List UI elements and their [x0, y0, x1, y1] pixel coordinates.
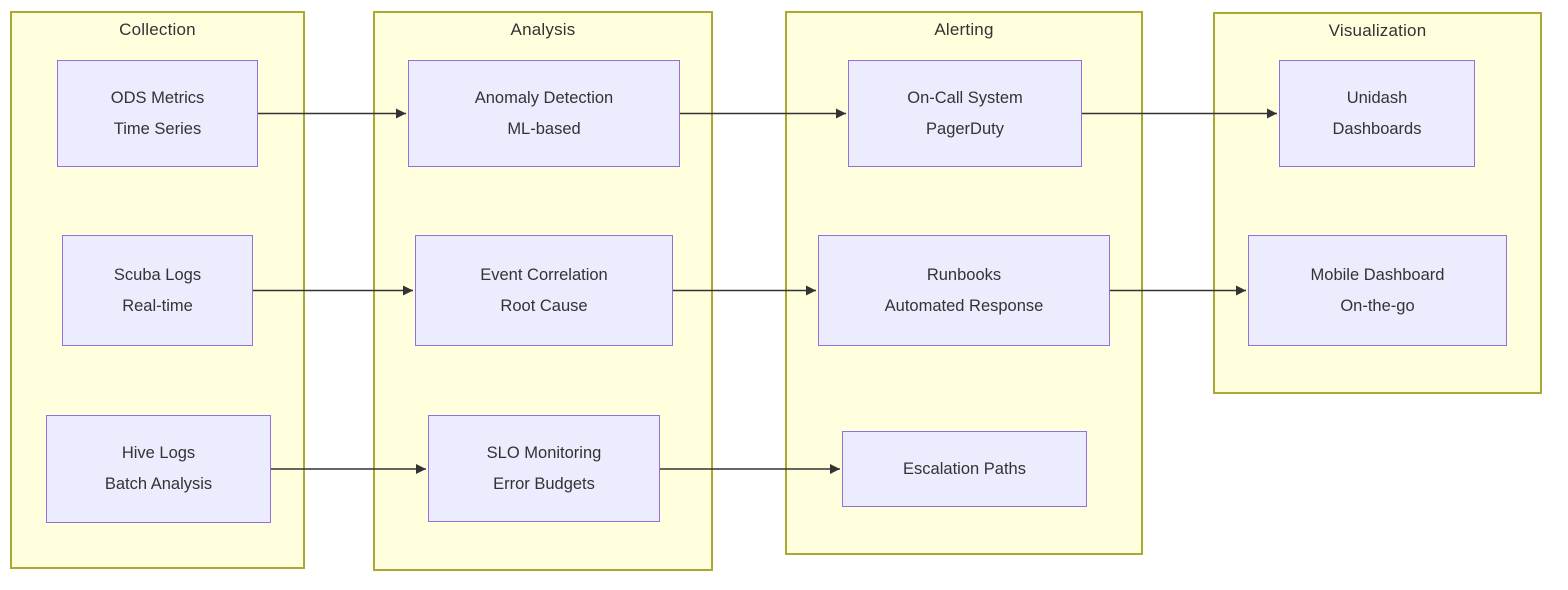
node-label-line: Batch Analysis: [104, 475, 213, 493]
subgraph-collection-title: Collection: [119, 20, 196, 39]
node-slo-monitoring: SLO Monitoring Error Budgets: [428, 415, 660, 522]
node-label-line: Time Series: [113, 119, 202, 138]
node-label-line: On-the-go: [1340, 296, 1415, 315]
node-scuba-logs: Scuba Logs Real-time: [62, 235, 253, 346]
subgraph-visualization-title: Visualization: [1328, 21, 1427, 40]
node-label-line: Mobile Dashboard: [1310, 265, 1445, 284]
node-label-line: PagerDuty: [926, 119, 1004, 138]
node-label-line: Automated Response: [884, 296, 1044, 315]
node-label-line: Runbooks: [926, 265, 1002, 284]
node-label-line: Hive Logs: [121, 444, 196, 462]
node-escalation-paths: Escalation Paths: [842, 431, 1087, 507]
node-label-line: Event Correlation: [480, 265, 608, 284]
node-label-line: ODS Metrics: [110, 88, 205, 107]
node-mobile-dashboard: Mobile Dashboard On-the-go: [1248, 235, 1507, 346]
node-label-line: Root Cause: [500, 296, 588, 315]
node-label-line: Scuba Logs: [113, 265, 202, 284]
subgraph-alerting-title: Alerting: [934, 20, 994, 39]
node-label-line: Unidash: [1346, 88, 1408, 107]
node-ods-metrics: ODS Metrics Time Series: [57, 60, 258, 167]
node-label-line: Error Budgets: [493, 474, 595, 493]
node-event-correlation: Event Correlation Root Cause: [415, 235, 673, 346]
node-unidash: Unidash Dashboards: [1279, 60, 1475, 167]
node-hive-logs: Hive Logs Batch Analysis: [46, 415, 271, 523]
node-label-line: Anomaly Detection: [474, 88, 614, 107]
subgraph-analysis-title: Analysis: [510, 20, 576, 39]
node-label-line: SLO Monitoring: [486, 443, 602, 462]
node-on-call-system: On-Call System PagerDuty: [848, 60, 1082, 167]
node-label-line: Dashboards: [1332, 119, 1422, 138]
node-label-line: On-Call System: [907, 88, 1023, 107]
node-anomaly-detection: Anomaly Detection ML-based: [408, 60, 680, 167]
node-label-line: Escalation Paths: [903, 459, 1026, 478]
node-runbooks: Runbooks Automated Response: [818, 235, 1110, 346]
node-label-line: ML-based: [507, 119, 581, 138]
node-label-line: Real-time: [122, 296, 193, 315]
